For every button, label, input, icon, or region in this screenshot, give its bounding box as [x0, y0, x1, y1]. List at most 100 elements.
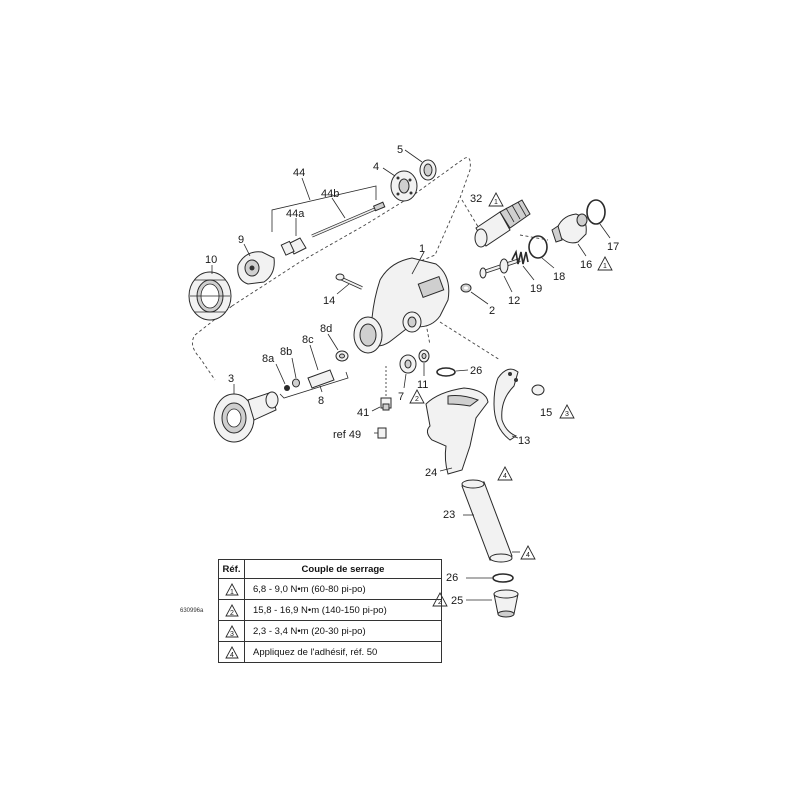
label-part-8b: 8b	[280, 346, 292, 358]
part-4-air-baffle	[390, 170, 418, 202]
part-14-pin	[335, 273, 363, 290]
label-part-13: 13	[518, 435, 530, 447]
part-8a-ball	[284, 385, 290, 391]
part-1-gun-body	[353, 257, 450, 354]
part-ref-49-plug	[374, 427, 387, 439]
row-4-text: Appliquez de l'adhésif, réf. 50	[244, 641, 442, 663]
callout-2-part-7: 2	[409, 389, 425, 404]
part-3-air-cap	[213, 391, 279, 443]
ref-triangle-icon: 3	[224, 624, 239, 638]
part-9-fluid-nozzle	[237, 251, 275, 285]
row-1-symbol: 1	[218, 578, 245, 600]
assembly-path-right	[424, 199, 549, 361]
label-part-8a: 8a	[262, 353, 275, 365]
label-part-32: 32	[470, 193, 482, 205]
callout-1-part-16: 1	[597, 256, 613, 271]
label-part-2: 2	[489, 305, 495, 317]
table-row: 2 15,8 - 16,9 N•m (140-150 pi-po)	[218, 599, 442, 621]
part-44b-needle	[311, 201, 386, 238]
part-26-o-ring-bottom	[492, 573, 514, 583]
svg-text:1: 1	[230, 589, 234, 596]
part-25-fitting	[493, 589, 519, 618]
svg-text:2: 2	[415, 396, 419, 403]
label-part-8: 8	[318, 395, 324, 407]
part-41-swivel-fitting	[380, 366, 392, 411]
label-part-8c: 8c	[302, 334, 314, 346]
part-8b-seal	[292, 378, 300, 388]
label-part-4: 4	[373, 161, 379, 173]
part-18-o-ring	[528, 235, 548, 259]
ref-triangle-icon: 4	[224, 645, 239, 659]
part-10-retaining-ring	[188, 271, 232, 321]
label-ref-49: ref 49	[333, 429, 361, 441]
part-7-nut	[399, 354, 417, 374]
svg-text:1: 1	[494, 199, 498, 206]
part-5-seal	[419, 159, 437, 181]
table-row: 1 6,8 - 9,0 N•m (60-80 pi-po)	[218, 578, 442, 600]
label-part-24: 24	[425, 467, 437, 479]
part-2-o-ring	[460, 283, 472, 293]
callout-1-part-32: 1	[488, 192, 504, 207]
ref-triangle-icon: 1	[224, 582, 239, 596]
label-part-10: 10	[205, 254, 217, 266]
label-part-17: 17	[607, 241, 619, 253]
callout-4-part-23: 4	[520, 545, 536, 560]
part-8d-housing	[335, 350, 349, 362]
label-part-44: 44	[293, 167, 305, 179]
row-3-text: 2,3 - 3,4 N•m (20-30 pi-po)	[244, 620, 442, 642]
label-part-23: 23	[443, 509, 455, 521]
ref-triangle-icon: 2	[224, 603, 239, 617]
label-part-15: 15	[540, 407, 552, 419]
label-part-3: 3	[228, 373, 234, 385]
label-part-44a: 44a	[286, 208, 305, 220]
callout-3-part-15: 3	[559, 404, 575, 419]
row-2-text: 15,8 - 16,9 N•m (140-150 pi-po)	[244, 599, 442, 621]
label-part-5: 5	[397, 144, 403, 156]
label-part-26-top: 26	[470, 365, 482, 377]
callout-4-part-24: 4	[497, 466, 513, 481]
table-row: 3 2,3 - 3,4 N•m (20-30 pi-po)	[218, 620, 442, 642]
label-part-19: 19	[530, 283, 542, 295]
part-32-air-inlet-fitting	[474, 199, 531, 248]
part-8c-spacer	[307, 369, 335, 389]
label-part-9: 9	[238, 234, 244, 246]
part-23-tube	[461, 479, 513, 563]
svg-text:3: 3	[565, 411, 569, 418]
part-19-spring	[511, 249, 529, 265]
assembly-path	[231, 157, 471, 307]
row-4-symbol: 4	[218, 641, 245, 663]
label-part-16: 16	[580, 259, 592, 271]
assembly-path-lower	[191, 305, 233, 381]
part-12-air-valve-stem	[479, 258, 521, 279]
row-3-symbol: 3	[218, 620, 245, 642]
part-15-nut	[531, 384, 545, 396]
svg-text:3: 3	[230, 631, 234, 638]
part-17-washer	[586, 199, 606, 225]
table-header-row: Réf. Couple de serrage	[218, 559, 442, 579]
label-part-26-bottom: 26	[446, 572, 458, 584]
svg-text:2: 2	[230, 610, 234, 617]
label-part-11: 11	[417, 379, 428, 391]
part-24-handle	[425, 387, 489, 475]
row-1-text: 6,8 - 9,0 N•m (60-80 pi-po)	[244, 578, 442, 600]
label-part-44b: 44b	[321, 188, 339, 200]
svg-text:1: 1	[603, 263, 607, 270]
part-11-nut	[418, 349, 430, 363]
label-part-1: 1	[419, 243, 425, 255]
label-part-25: 25	[451, 595, 463, 607]
header-torque: Couple de serrage	[244, 559, 442, 579]
svg-text:4: 4	[526, 552, 530, 559]
part-13-trigger	[493, 368, 519, 441]
svg-text:4: 4	[503, 473, 507, 480]
svg-text:4: 4	[230, 652, 234, 659]
drawing-id: 630996a	[180, 608, 204, 614]
part-16-air-adjust-valve	[551, 213, 588, 244]
label-part-18: 18	[553, 271, 565, 283]
torque-spec-table: Réf. Couple de serrage 1 6,8 - 9,0 N•m (…	[218, 559, 442, 663]
header-ref: Réf.	[218, 559, 245, 579]
label-part-12: 12	[508, 295, 520, 307]
part-44a-fitting	[280, 237, 307, 256]
label-part-41: 41	[357, 407, 369, 419]
